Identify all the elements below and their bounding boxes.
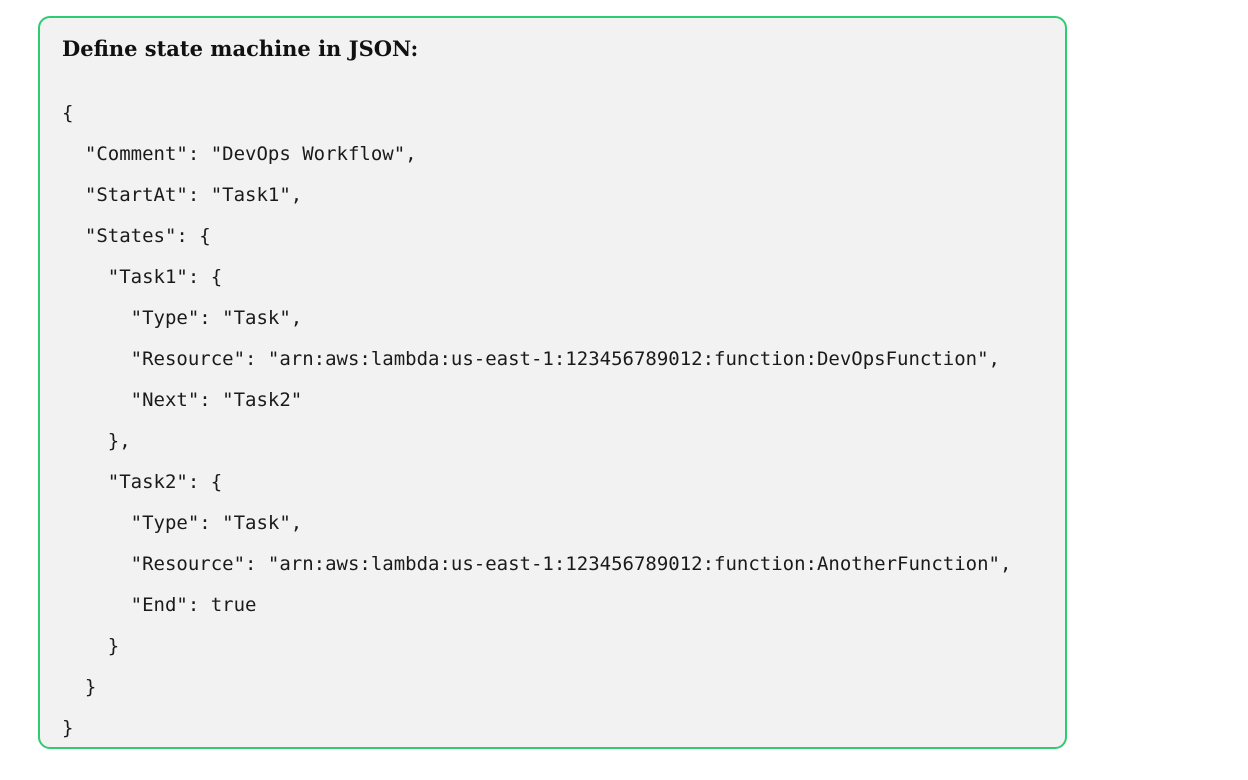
code-line: "StartAt": "Task1", [62,184,303,206]
code-line: "Resource": "arn:aws:lambda:us-east-1:12… [62,553,1012,575]
code-line: "Task2": { [62,471,223,493]
code-line: { [62,102,74,124]
code-line: "Next": "Task2" [62,389,303,411]
code-line: } [62,717,74,739]
code-block-frame [38,16,1067,749]
json-code-block: { "Comment": "DevOps Workflow", "StartAt… [62,98,1011,754]
code-line: "Comment": "DevOps Workflow", [62,143,417,165]
code-line: "States": { [62,225,211,247]
code-block-heading: Define state machine in JSON: [62,36,419,61]
code-line: "Type": "Task", [62,307,303,329]
code-line: "Type": "Task", [62,512,303,534]
code-line: "Resource": "arn:aws:lambda:us-east-1:12… [62,348,1000,370]
code-line: } [62,635,120,657]
code-line: } [62,676,97,698]
code-line: "End": true [62,594,257,616]
code-line: "Task1": { [62,266,223,288]
code-line: }, [62,430,131,452]
